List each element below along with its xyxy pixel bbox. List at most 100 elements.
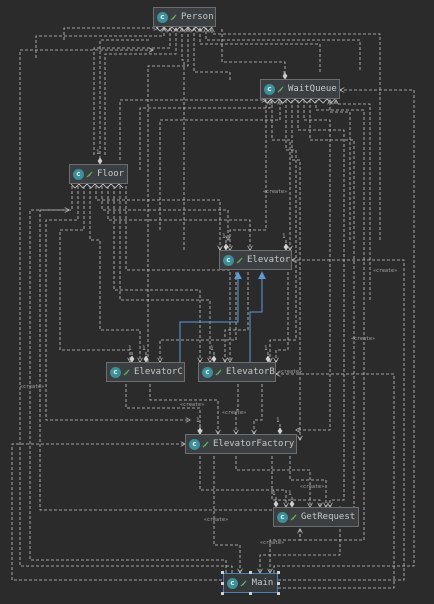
stereotype-label: «create»: [260, 540, 284, 546]
class-name: ElevatorFactory: [213, 439, 295, 449]
class-elevator-b[interactable]: c ElevatorB: [198, 362, 276, 382]
dependency-edge: [289, 456, 326, 507]
dependency-edge: [119, 186, 210, 362]
selection-handle[interactable]: [221, 582, 224, 585]
multiplicity-label: 1: [276, 417, 280, 424]
dependency-edge: [309, 100, 355, 521]
stereotype-label: «create»: [20, 384, 44, 390]
selection-handle[interactable]: [221, 571, 224, 574]
dependency-edge: [39, 186, 280, 510]
leaf-visibility-icon: [170, 14, 177, 20]
multiplicity-label: 1: [222, 233, 226, 240]
selection-handle[interactable]: [249, 571, 252, 574]
dependency-edge: [194, 28, 231, 80]
class-main[interactable]: c Main: [223, 573, 278, 593]
class-get-request[interactable]: c GetRequest: [273, 507, 359, 527]
dependency-edge: [271, 100, 290, 250]
class-name: GetRequest: [301, 512, 356, 522]
multiplicity-label: 1: [196, 417, 200, 424]
dependency-edge: [276, 272, 289, 362]
leaf-visibility-icon: [290, 514, 297, 520]
dependency-edge: [330, 100, 351, 240]
stereotype-label: «create»: [300, 484, 324, 490]
class-c-icon: c: [157, 11, 168, 23]
dependency-edge: [260, 529, 341, 573]
dependency-edge: [29, 210, 227, 573]
leaf-visibility-icon: [215, 369, 222, 375]
dependency-edge: [125, 384, 200, 434]
dependency-edge: [206, 28, 361, 70]
dependency-edge: [11, 444, 222, 581]
dependency-edge: [63, 28, 158, 40]
dependency-edge: [236, 384, 239, 434]
stereotype-label: «create»: [263, 189, 287, 195]
class-elevator[interactable]: c Elevator: [219, 250, 292, 270]
selection-handle[interactable]: [277, 582, 280, 585]
leaf-visibility-icon: [86, 171, 93, 177]
dependency-edge: [93, 28, 170, 155]
dependency-edge: [101, 186, 228, 240]
class-person[interactable]: c Person: [153, 7, 216, 27]
aggregation-edge: [221, 28, 288, 80]
inheritance-edge: [179, 271, 242, 362]
class-name: Person: [181, 12, 214, 22]
dependency-edge: [336, 100, 371, 300]
multiplicity-label: 1: [142, 345, 146, 352]
class-name: ElevatorC: [134, 367, 183, 377]
class-c-icon: c: [223, 254, 234, 266]
multiplicity-label: 1: [96, 149, 100, 156]
dependency-edge: [199, 456, 286, 507]
leaf-visibility-icon: [277, 86, 284, 92]
dependency-edge: [160, 272, 237, 362]
multiplicity-label: 1: [282, 233, 286, 240]
stereotype-label: «create»: [373, 268, 397, 274]
stereotype-label: «create»: [204, 517, 228, 523]
leaf-visibility-icon: [236, 257, 243, 263]
selection-handle[interactable]: [249, 592, 252, 595]
port-zigzag: [262, 98, 336, 104]
dependency-edge: [182, 28, 185, 250]
stereotype-label: «create»: [222, 410, 246, 416]
dependency-edge: [297, 100, 345, 507]
stereotype-label: «create»: [278, 369, 302, 375]
class-floor[interactable]: c Floor: [69, 164, 128, 184]
dependency-edge: [300, 100, 365, 541]
dependency-edge: [35, 28, 164, 58]
stereotype-label: «create»: [351, 336, 375, 342]
dependency-edge: [225, 272, 249, 362]
multiplicity-label: 1: [272, 490, 276, 497]
dependency-edge: [89, 186, 140, 362]
selection-handle[interactable]: [277, 592, 280, 595]
stereotype-label: «create»: [180, 402, 204, 408]
dependency-edge: [139, 100, 270, 170]
dependency-edge: [291, 100, 300, 440]
dependency-edge: [278, 260, 405, 581]
multiplicity-label: 1: [282, 71, 286, 78]
dependency-edge: [95, 186, 220, 250]
dependency-edge: [271, 456, 320, 507]
dependency-edge: [125, 186, 230, 362]
dependency-edge: [104, 28, 176, 155]
dependency-edge: [276, 374, 395, 589]
dependency-edge: [254, 384, 263, 434]
class-elevator-c[interactable]: c ElevatorC: [106, 362, 185, 382]
dependency-edge: [200, 28, 321, 72]
class-name: WaitQueue: [288, 84, 337, 94]
dependency-edge: [159, 100, 280, 230]
dependency-edge: [270, 100, 297, 362]
multiplicity-label: 1: [128, 345, 132, 352]
leaf-visibility-icon: [202, 441, 209, 447]
dependency-edge: [45, 186, 190, 420]
class-name: ElevatorB: [226, 367, 275, 377]
dependency-edge: [147, 28, 188, 362]
class-elevator-factory[interactable]: c ElevatorFactory: [185, 434, 297, 454]
selection-handle[interactable]: [221, 592, 224, 595]
inheritance-edge: [249, 271, 266, 362]
leaf-visibility-icon: [240, 580, 247, 586]
selection-handle[interactable]: [277, 571, 280, 574]
class-wait-queue[interactable]: c WaitQueue: [260, 79, 340, 99]
class-name: Elevator: [247, 255, 291, 265]
port-zigzag: [70, 183, 124, 189]
class-c-icon: c: [110, 366, 121, 378]
